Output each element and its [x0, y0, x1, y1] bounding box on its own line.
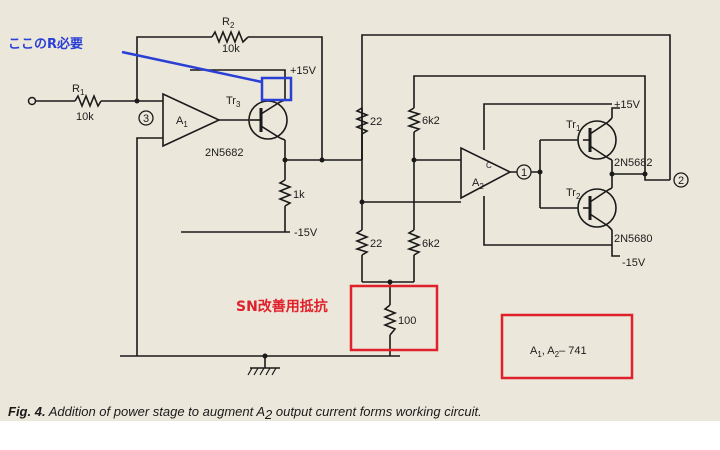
- annotation-arrow: [121, 50, 263, 84]
- tr2-label: Tr2: [566, 187, 581, 201]
- resistor-6k2-top: [406, 107, 422, 133]
- circuit-photo: 3 1 2 R1 10k R2 10k A1 A2 C Tr3 2N5682 +…: [0, 0, 720, 421]
- tr1-label: Tr1: [566, 119, 581, 133]
- r6k2-bottom-value: 6k2: [422, 238, 440, 250]
- c-mark: C: [486, 161, 492, 170]
- transistor-tr2: [577, 187, 617, 231]
- r22-top-value: 22: [370, 116, 382, 128]
- minus15-tr2: -15V: [622, 257, 646, 269]
- ground-symbol: [247, 367, 280, 376]
- a2-label: A2: [472, 177, 484, 191]
- resistor-22-top: [354, 107, 370, 135]
- r-1k-value: 1k: [293, 189, 305, 201]
- opamp-note: A1, A2– 741: [530, 345, 587, 359]
- node-3-label: 3: [143, 113, 149, 125]
- plus15-tr1: +15V: [614, 99, 641, 111]
- resistor-6k2-bottom: [406, 229, 422, 256]
- resistor-100: [382, 304, 398, 336]
- input-terminal: [27, 96, 37, 106]
- minus15-rail: -15V: [294, 227, 318, 239]
- r1-label: R1: [72, 83, 85, 97]
- r22-bottom-value: 22: [370, 238, 382, 250]
- node-3: 3: [138, 110, 154, 126]
- r6k2-top-value: 6k2: [422, 115, 440, 127]
- annotation-box-red-100: [349, 284, 439, 352]
- opamp-a2: [460, 146, 512, 200]
- schematic: 3 1 2 R1 10k R2 10k A1 A2 C Tr3 2N5682 +…: [8, 16, 689, 380]
- node-2-label: 2: [678, 175, 684, 187]
- caption-strip: Fig. 4. Addition of power stage to augme…: [8, 404, 482, 422]
- resistor-22-bottom: [354, 229, 370, 256]
- a1-label: A1: [176, 115, 188, 129]
- tr3-label: Tr3: [226, 95, 241, 109]
- figure-caption: Fig. 4. Addition of power stage to augme…: [8, 404, 482, 422]
- transistor-tr1: [577, 117, 617, 161]
- wires: [35, 34, 671, 368]
- transistor-tr3: [248, 99, 288, 141]
- resistor-r1: [74, 93, 102, 109]
- annotation-box-blue: [260, 76, 293, 102]
- r100-value: 100: [398, 315, 416, 327]
- junction-dots: [134, 98, 648, 359]
- r2-label: R2: [222, 16, 235, 30]
- plus15-tr3: +15V: [290, 65, 317, 77]
- tr1-part: 2N5682: [614, 157, 653, 169]
- r1-value: 10k: [76, 111, 94, 123]
- resistor-1k: [277, 179, 293, 207]
- r2-value: 10k: [222, 43, 240, 55]
- node-1: 1: [516, 164, 532, 180]
- resistor-r2: [211, 29, 249, 45]
- node-1-label: 1: [521, 167, 527, 179]
- tr3-part: 2N5682: [205, 147, 244, 159]
- tr2-part: 2N5680: [614, 233, 653, 245]
- annotation-r-needed: ここのR必要: [8, 36, 83, 52]
- annotation-sn-resistor: SN改善用抵抗: [236, 298, 328, 315]
- node-2: 2: [673, 172, 689, 188]
- opamp-a1: [162, 92, 221, 148]
- annotation-box-red-note: [500, 313, 634, 380]
